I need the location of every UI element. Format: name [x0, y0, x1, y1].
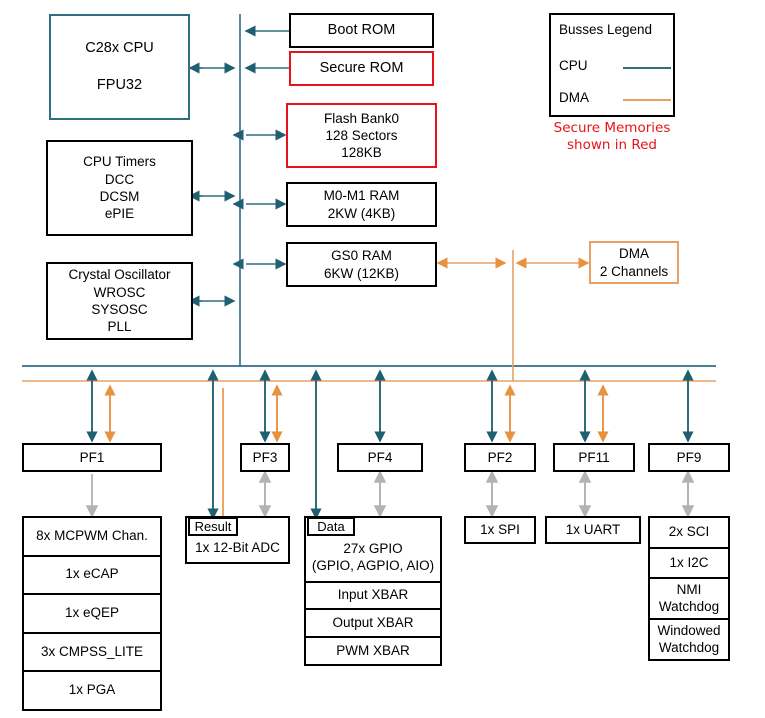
dma-block[interactable]: DMA 2 Channels: [589, 241, 679, 284]
cpu-timers-line-3: ePIE: [104, 206, 135, 222]
pf-block-pf4[interactable]: PF4: [337, 443, 423, 472]
pf1-peripheral-stack[interactable]: 8x MCPWM Chan. 1x eCAP 1x eQEP 3x CMPSS_…: [22, 516, 162, 711]
boot-rom-label: Boot ROM: [327, 22, 396, 39]
wwd-line-1: Watchdog: [658, 639, 720, 655]
gpio-data-tag-label: Data: [317, 519, 345, 534]
peripheral-sci[interactable]: 2x SCI: [650, 518, 728, 549]
secure-note-line-2: shown in Red: [567, 136, 657, 153]
dma-line-0: DMA: [619, 246, 649, 262]
peripheral-i2c[interactable]: 1x I2C: [650, 549, 728, 580]
cpu-timers-line-1: DCC: [104, 171, 135, 187]
pwm-xbar-label: PWM XBAR: [336, 642, 410, 658]
oscillator-line-3: PLL: [107, 319, 132, 335]
pf-block-pf1[interactable]: PF1: [22, 443, 162, 472]
oscillator-line-2: SYSOSC: [91, 302, 148, 317]
sci-peripheral-stack[interactable]: 2x SCI 1x I2C NMI Watchdog Windowed Watc…: [648, 516, 730, 661]
peripheral-input-xbar[interactable]: Input XBAR: [306, 583, 440, 611]
peripheral-pwm-xbar[interactable]: PWM XBAR: [306, 638, 440, 664]
pga-label: 1x PGA: [68, 682, 116, 698]
peripheral-uart[interactable]: 1x UART: [545, 516, 641, 544]
boot-rom-block[interactable]: Boot ROM: [289, 13, 434, 48]
flash-bank0-block[interactable]: Flash Bank0 128 Sectors 128KB: [286, 103, 437, 168]
gpio-data-tag: Data: [307, 517, 355, 536]
gs0-ram-block[interactable]: GS0 RAM 6KW (12KB): [286, 242, 437, 287]
gs0-line-0: GS0 RAM: [331, 248, 392, 264]
peripheral-cmpss-lite[interactable]: 3x CMPSS_LITE: [24, 634, 160, 673]
busses-legend-box: Busses Legend CPU DMA: [549, 13, 675, 117]
m0m1-line-1: 2KW (4KB): [327, 205, 396, 221]
pf-block-pf11[interactable]: PF11: [553, 443, 635, 472]
flash-line-2: 128KB: [341, 145, 382, 161]
secure-rom-label: Secure ROM: [319, 60, 404, 77]
i2c-label: 1x I2C: [669, 554, 709, 570]
flash-line-1: 128 Sectors: [325, 127, 398, 143]
legend-dma-bus-line-icon: [623, 99, 671, 101]
m0m1-line-0: M0-M1 RAM: [323, 188, 400, 204]
crystal-oscillator-block[interactable]: Crystal Oscillator WROSC SYSOSC PLL: [46, 262, 193, 340]
pf-block-pf9[interactable]: PF9: [648, 443, 730, 472]
m0-m1-ram-block[interactable]: M0-M1 RAM 2KW (4KB): [286, 182, 437, 227]
legend-title: Busses Legend: [559, 22, 653, 37]
uart-label: 1x UART: [565, 522, 621, 538]
gpio-line-1: (GPIO, AGPIO, AIO): [311, 557, 435, 573]
secure-rom-block[interactable]: Secure ROM: [289, 51, 434, 86]
nmi-line-1: Watchdog: [658, 598, 720, 614]
gpio-line-0: 27x GPIO: [343, 540, 403, 556]
cpu-line-2: FPU32: [96, 77, 143, 93]
pf9-label: PF9: [676, 449, 702, 465]
pf-block-pf2[interactable]: PF2: [464, 443, 536, 472]
oscillator-line-0: Crystal Oscillator: [68, 267, 171, 283]
cpu-line-1: C28x CPU: [85, 40, 154, 57]
adc-label: 1x 12-Bit ADC: [195, 539, 280, 555]
cmpss-label: 3x CMPSS_LITE: [40, 643, 144, 659]
peripheral-gpio[interactable]: 27x GPIO (GPIO, AGPIO, AIO): [306, 518, 440, 583]
pf-block-pf3[interactable]: PF3: [240, 443, 290, 472]
secure-memories-note: Secure Memories shown in Red: [537, 120, 687, 154]
peripheral-ecap[interactable]: 1x eCAP: [24, 557, 160, 596]
input-xbar-label: Input XBAR: [337, 587, 409, 603]
secure-note-line-1: Secure Memories: [553, 120, 671, 136]
c28x-cpu-block[interactable]: C28x CPU FPU32: [49, 14, 190, 120]
pf4-label: PF4: [367, 449, 393, 465]
peripheral-windowed-watchdog[interactable]: Windowed Watchdog: [650, 620, 728, 659]
peripheral-eqep[interactable]: 1x eQEP: [24, 595, 160, 634]
cpu-timers-line-0: CPU Timers: [83, 154, 156, 170]
oscillator-line-1: WROSC: [93, 284, 146, 300]
legend-cpu-bus-line-icon: [623, 67, 671, 69]
gpio-stack[interactable]: 27x GPIO (GPIO, AGPIO, AIO) Input XBAR O…: [304, 516, 442, 666]
spi-label: 1x SPI: [480, 522, 520, 538]
mcpwm-label: 8x MCPWM Chan.: [36, 527, 148, 543]
output-xbar-label: Output XBAR: [332, 614, 414, 630]
cpu-timers-line-2: DCSM: [99, 189, 140, 204]
ecap-label: 1x eCAP: [65, 566, 119, 582]
pf1-label: PF1: [79, 449, 105, 465]
peripheral-output-xbar[interactable]: Output XBAR: [306, 610, 440, 639]
pf3-label: PF3: [252, 449, 278, 465]
flash-line-0: Flash Bank0: [323, 110, 400, 126]
peripheral-nmi-watchdog[interactable]: NMI Watchdog: [650, 579, 728, 621]
peripheral-mcpwm[interactable]: 8x MCPWM Chan.: [24, 518, 160, 557]
pf2-label: PF2: [487, 449, 513, 465]
peripheral-spi[interactable]: 1x SPI: [464, 516, 536, 544]
sci-label: 2x SCI: [668, 523, 710, 539]
dma-line-1: 2 Channels: [599, 263, 669, 279]
adc-result-tag-label: Result: [194, 519, 232, 534]
gs0-line-1: 6KW (12KB): [323, 265, 400, 281]
eqep-label: 1x eQEP: [64, 605, 120, 621]
peripheral-pga[interactable]: 1x PGA: [24, 672, 160, 709]
legend-dma-label: DMA: [559, 90, 589, 105]
adc-result-tag: Result: [188, 517, 238, 536]
legend-cpu-label: CPU: [559, 58, 588, 73]
cpu-timers-block[interactable]: CPU Timers DCC DCSM ePIE: [46, 140, 193, 236]
nmi-line-0: NMI: [676, 581, 702, 597]
pf11-label: PF11: [578, 449, 610, 465]
wwd-line-0: Windowed: [657, 622, 721, 638]
